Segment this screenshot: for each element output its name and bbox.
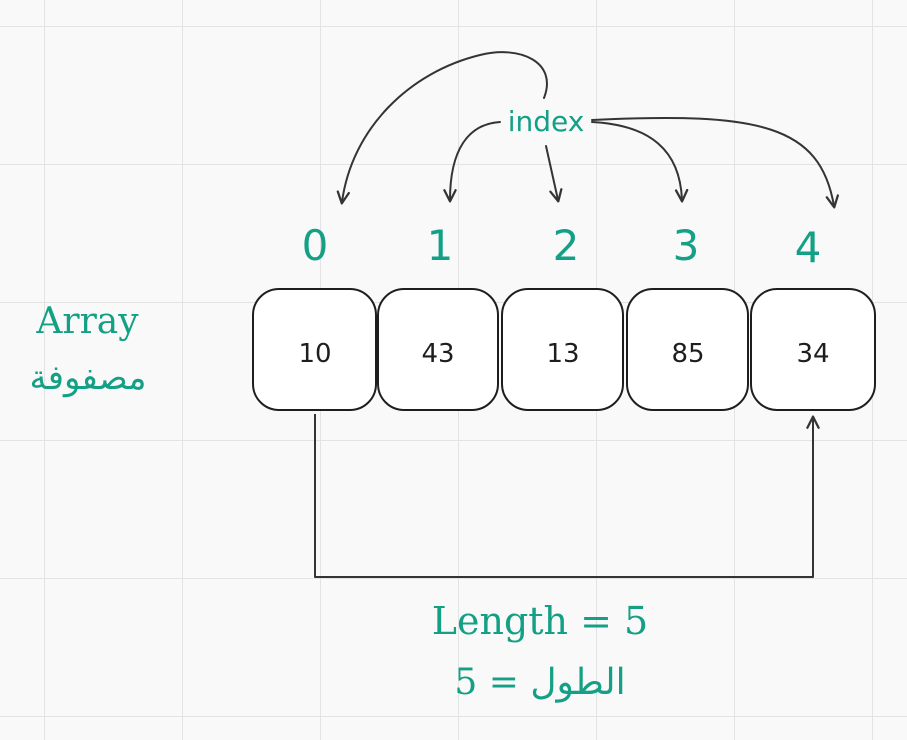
array-cell-1[interactable] <box>377 288 499 411</box>
length-arrow <box>314 414 820 578</box>
cell-value-2: 13 <box>546 339 579 369</box>
array-cell-0[interactable] <box>252 288 377 411</box>
cell-value-1: 43 <box>421 339 454 369</box>
array-cell-3[interactable] <box>626 288 749 411</box>
index-number-1: 1 <box>427 221 454 270</box>
array-label-arabic: مصفوفة <box>29 358 147 398</box>
cell-value-3: 85 <box>671 339 704 369</box>
index-arrow-0 <box>336 51 548 205</box>
length-label: Length = 5 <box>431 599 649 643</box>
index-number-0: 0 <box>302 221 329 270</box>
index-arrow-2 <box>545 145 563 203</box>
index-arrow-4 <box>591 116 839 209</box>
index-number-2: 2 <box>553 221 580 270</box>
length-label-arabic: الطول = 5 <box>454 662 626 703</box>
index-number-3: 3 <box>673 221 700 270</box>
array-cell-4[interactable] <box>750 288 876 411</box>
array-cell-2[interactable] <box>501 288 624 411</box>
cell-value-0: 10 <box>298 339 331 369</box>
index-number-4: 4 <box>795 223 822 272</box>
cell-value-4: 34 <box>796 339 829 369</box>
index-label: index <box>508 105 585 138</box>
array-label: Array <box>36 301 139 342</box>
index-arrow-1 <box>443 121 501 203</box>
index-arrow-3 <box>591 121 689 203</box>
